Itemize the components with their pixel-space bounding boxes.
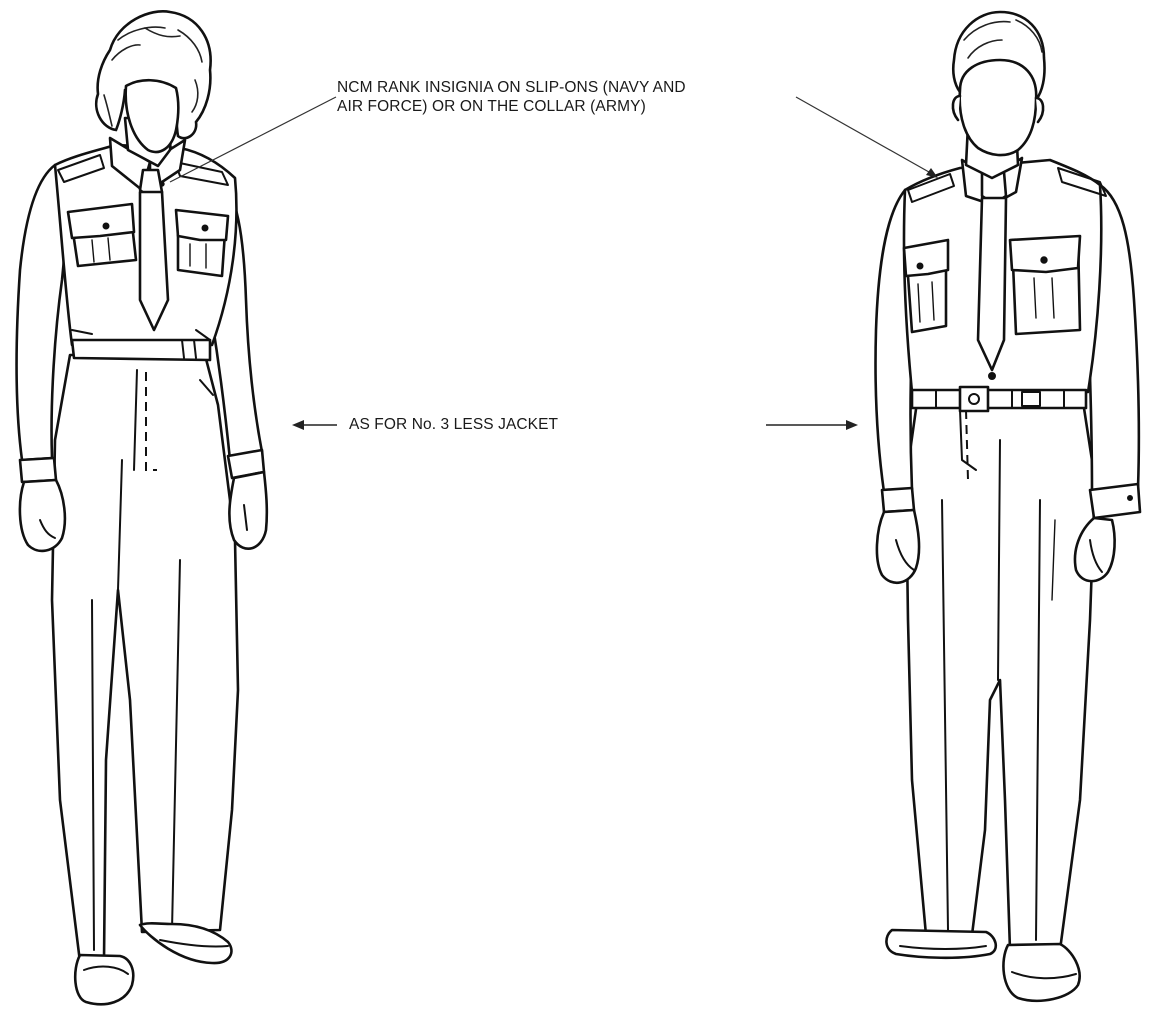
male-head — [953, 12, 1045, 155]
callout-leader-right — [796, 97, 936, 176]
rank-insignia-callout: NCM RANK INSIGNIA ON SLIP-ONS (NAVY AND … — [337, 78, 686, 116]
arrow-right-head — [846, 420, 858, 430]
female-head — [96, 11, 210, 152]
female-shirt — [55, 138, 236, 345]
arrow-left-head — [292, 420, 304, 430]
female-trousers — [52, 355, 238, 962]
male-trousers — [906, 395, 1095, 950]
male-shirt — [904, 158, 1106, 392]
callout-arrowhead-right — [926, 168, 938, 178]
center-label: AS FOR No. 3 LESS JACKET — [349, 415, 558, 434]
female-figure — [17, 11, 267, 1004]
male-belt — [912, 387, 1086, 411]
callout-line-1: NCM RANK INSIGNIA ON SLIP-ONS (NAVY AND — [337, 78, 686, 97]
male-figure — [875, 12, 1140, 1001]
female-belt — [72, 340, 210, 360]
callout-line-2: AIR FORCE) OR ON THE COLLAR (ARMY) — [337, 97, 686, 116]
